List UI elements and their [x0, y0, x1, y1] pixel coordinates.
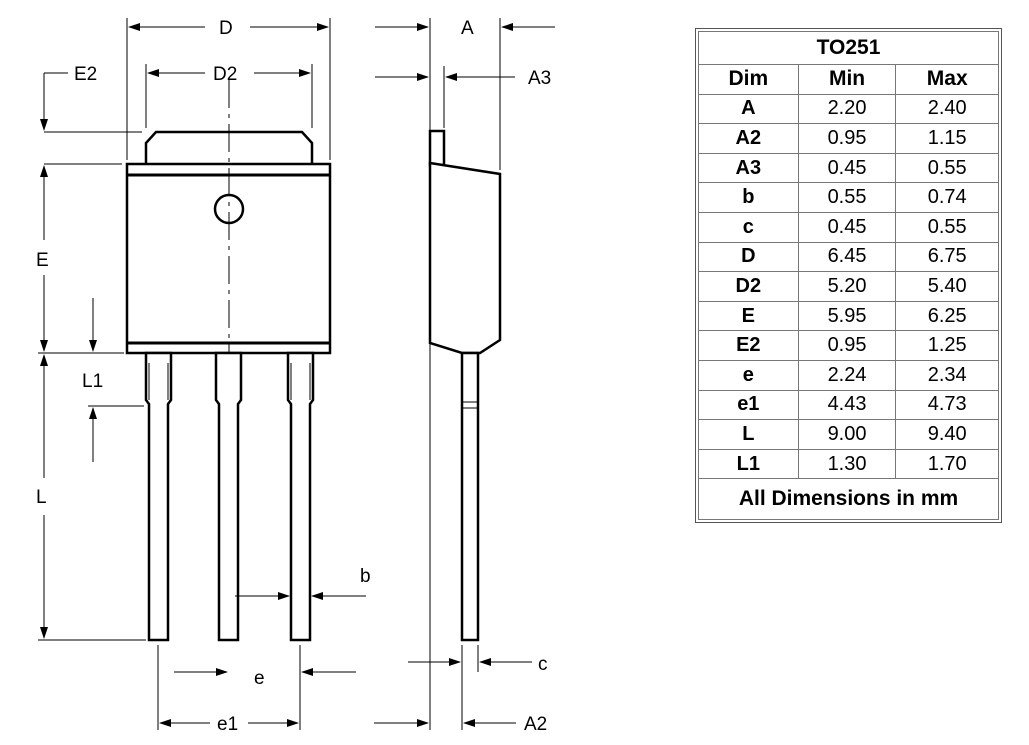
lead-center: [214, 351, 243, 642]
table-title: TO251: [698, 31, 999, 65]
cell-max: 1.25: [895, 330, 999, 361]
cell-min: 5.95: [797, 300, 897, 332]
cell-max: 0.55: [895, 152, 999, 184]
cell-max: 9.40: [895, 419, 999, 450]
label-E: E: [36, 250, 49, 271]
cell-min: 9.00: [797, 419, 897, 450]
cell-min: 0.95: [797, 330, 897, 361]
side-tab: [428, 129, 446, 167]
label-c: c: [538, 654, 548, 675]
cell-min: 6.45: [797, 241, 897, 273]
cell-dim: A: [698, 93, 799, 125]
label-b: b: [360, 566, 371, 587]
cell-min: 1.30: [797, 448, 897, 480]
cell-dim: E2: [698, 330, 799, 361]
side-body: [428, 161, 502, 355]
cell-max: 5.40: [895, 271, 999, 302]
label-L1: L1: [82, 371, 103, 392]
label-e1: e1: [217, 714, 238, 735]
lead-right: [286, 351, 315, 642]
cell-min: 4.43: [797, 389, 897, 421]
label-D2: D2: [213, 64, 237, 85]
cell-max: 4.73: [895, 389, 999, 421]
cell-min: 2.20: [797, 93, 897, 125]
cell-min: 5.20: [797, 271, 897, 302]
label-e: e: [254, 668, 265, 689]
label-D: D: [219, 18, 233, 39]
cell-max: 6.75: [895, 241, 999, 273]
table-footer: All Dimensions in mm: [698, 478, 999, 521]
cell-max: 1.70: [895, 448, 999, 480]
header-min: Min: [797, 64, 897, 95]
lead-left: [144, 351, 173, 642]
cell-min: 2.24: [797, 359, 897, 391]
label-A2: A2: [524, 714, 547, 735]
cell-dim: A2: [698, 123, 799, 154]
label-L: L: [36, 487, 47, 508]
cell-dim: L: [698, 419, 799, 450]
front-view: D D2 E2 E L1 L b: [36, 18, 371, 735]
cell-max: 2.40: [895, 93, 999, 125]
cell-min: 0.45: [797, 152, 897, 184]
cell-min: 0.55: [797, 182, 897, 213]
cell-dim: A3: [698, 152, 799, 184]
cell-max: 0.74: [895, 182, 999, 213]
cell-dim: D: [698, 241, 799, 273]
cell-max: 6.25: [895, 300, 999, 332]
cell-dim: E: [698, 300, 799, 332]
cell-dim: c: [698, 211, 799, 243]
cell-dim: b: [698, 182, 799, 213]
label-A3: A3: [528, 68, 551, 89]
cell-dim: L1: [698, 448, 799, 480]
cell-max: 0.55: [895, 211, 999, 243]
cell-min: 0.95: [797, 123, 897, 154]
cell-dim: e: [698, 359, 799, 391]
header-dim: Dim: [698, 64, 799, 95]
cell-max: 2.34: [895, 359, 999, 391]
label-E2: E2: [74, 64, 97, 85]
cell-max: 1.15: [895, 123, 999, 154]
cell-dim: e1: [698, 389, 799, 421]
cell-min: 0.45: [797, 211, 897, 243]
header-max: Max: [895, 64, 999, 95]
label-A: A: [461, 18, 474, 39]
cell-dim: D2: [698, 271, 799, 302]
side-view: A A3 c A2: [374, 18, 555, 735]
side-lead: [460, 351, 480, 642]
